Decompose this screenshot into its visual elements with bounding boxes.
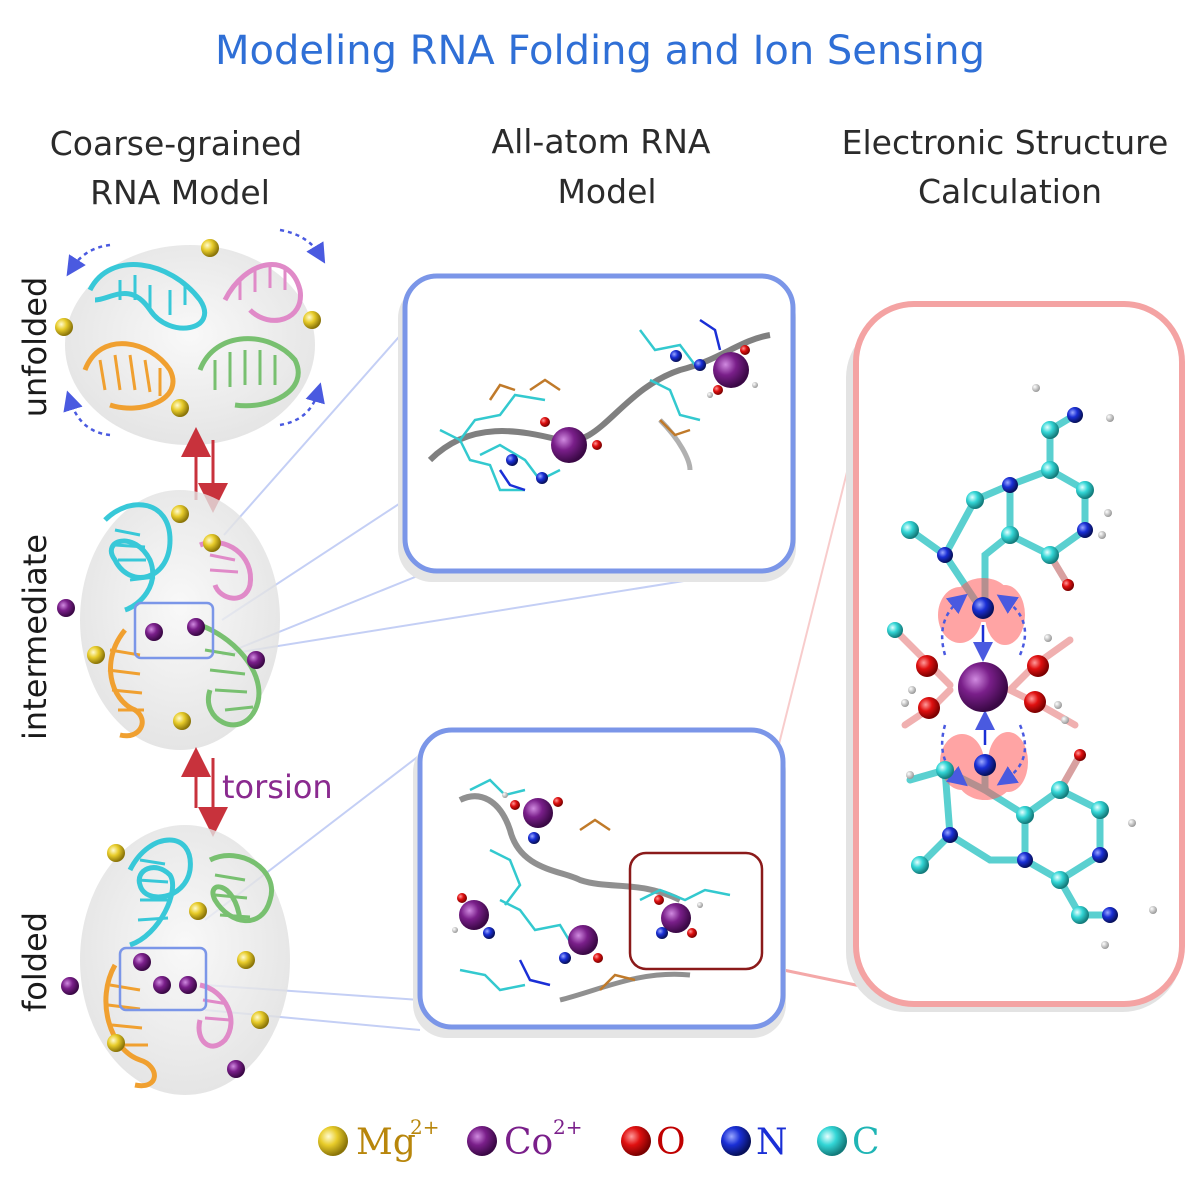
equilibrium-arrow-bottom xyxy=(181,747,228,837)
legend-item-o: O xyxy=(621,1122,686,1163)
rna-unfolded xyxy=(55,228,326,445)
rna-folded xyxy=(61,825,290,1095)
legend-swatch-mg xyxy=(318,1126,348,1156)
equilibrium-arrow-top xyxy=(181,427,228,513)
column-header-coarse-line1: Coarse-grained xyxy=(50,124,303,163)
legend-label-n: N xyxy=(756,1122,788,1163)
column-header-electronic-line1: Electronic Structure xyxy=(842,123,1169,162)
column-header-coarse-line2: RNA Model xyxy=(90,173,270,212)
column-header-allatom-line2: Model xyxy=(557,172,656,211)
column-header-electronic-line2: Calculation xyxy=(918,172,1102,211)
legend: Mg 2+ Co 2+ O N C xyxy=(318,1115,880,1163)
figure-title: Modeling RNA Folding and Ion Sensing xyxy=(215,28,985,74)
legend-item-co: Co 2+ xyxy=(467,1115,582,1163)
legend-item-n: N xyxy=(721,1122,788,1163)
allatom-panel-top xyxy=(398,273,796,582)
rna-intermediate xyxy=(57,490,280,750)
legend-label-c: C xyxy=(852,1122,880,1163)
legend-charge-co: 2+ xyxy=(553,1115,582,1139)
electronic-structure-panel xyxy=(846,301,1185,1012)
legend-swatch-c xyxy=(817,1126,847,1156)
column-header-allatom-line1: All-atom RNA xyxy=(492,122,711,161)
transition-label-torsion: torsion xyxy=(222,768,333,806)
legend-label-co: Co xyxy=(504,1122,553,1163)
legend-item-c: C xyxy=(817,1122,880,1163)
legend-charge-mg: 2+ xyxy=(410,1115,439,1139)
allatom-panel-bottom xyxy=(413,727,786,1038)
state-label-folded: folded xyxy=(16,912,54,1012)
legend-swatch-o xyxy=(621,1126,651,1156)
legend-label-o: O xyxy=(656,1122,686,1163)
state-label-intermediate: intermediate xyxy=(16,534,54,740)
state-label-unfolded: unfolded xyxy=(16,277,54,418)
legend-label-mg: Mg xyxy=(356,1122,416,1163)
legend-swatch-n xyxy=(721,1126,751,1156)
legend-item-mg: Mg 2+ xyxy=(318,1115,439,1163)
legend-swatch-co xyxy=(467,1126,497,1156)
